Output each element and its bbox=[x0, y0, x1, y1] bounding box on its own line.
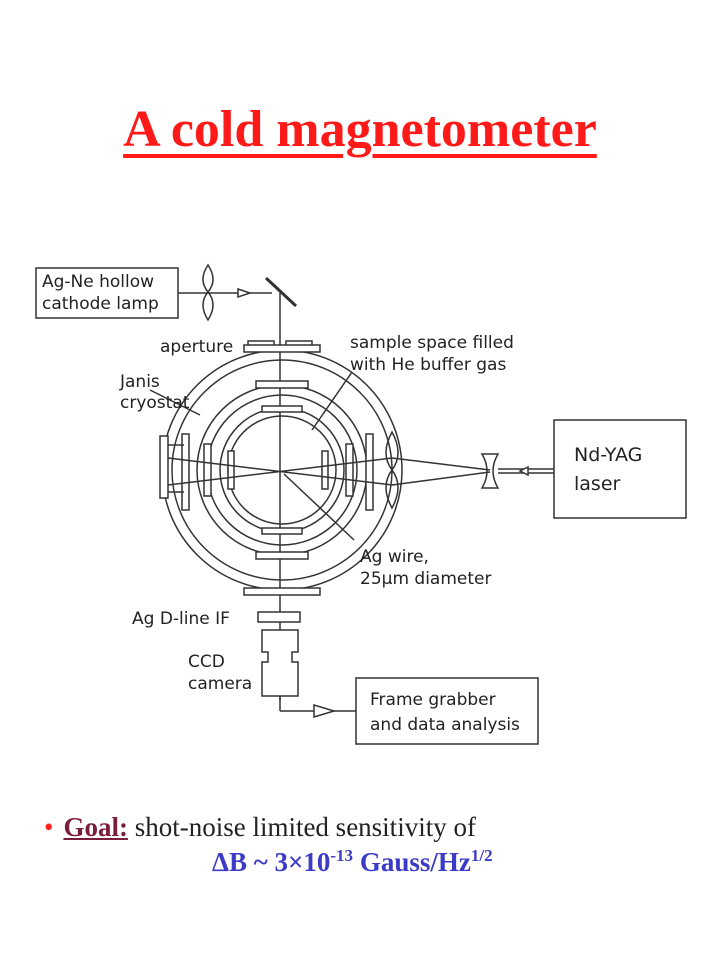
lamp-lens bbox=[202, 263, 214, 322]
apparatus-diagram: Ag-Ne hollow cathode lamp aperture Janis… bbox=[35, 263, 687, 745]
wire-label-line1: Ag wire, bbox=[360, 547, 429, 567]
frame-grabber-box bbox=[355, 677, 539, 745]
aperture-label: aperture bbox=[160, 337, 233, 357]
if-filter bbox=[257, 611, 301, 623]
cryostat-label-line2: cryostat bbox=[120, 393, 190, 413]
laser-label-line1: Nd-YAG bbox=[574, 444, 642, 466]
grabber-label-line1: Frame grabber bbox=[370, 690, 496, 710]
sample-label-line1: sample space filled bbox=[350, 333, 514, 353]
mirror bbox=[264, 276, 298, 308]
diverging-lens bbox=[480, 453, 500, 489]
laser-beam-2 bbox=[167, 457, 393, 486]
lamp-beam-arrow bbox=[237, 287, 253, 299]
lamp-label-line1: Ag-Ne hollow bbox=[42, 272, 154, 292]
exponent: -13 bbox=[330, 846, 354, 865]
wire-label-line2: 25μm diameter bbox=[360, 569, 491, 589]
cryostat-label-line1: Janis bbox=[119, 372, 160, 392]
units-exponent: 1/2 bbox=[470, 846, 493, 865]
left-window-cap bbox=[159, 435, 169, 499]
filter-label: Ag D-line IF bbox=[132, 609, 230, 629]
focusing-lens bbox=[385, 430, 399, 510]
formula-mid: 10 bbox=[303, 847, 331, 877]
lamp-box bbox=[35, 267, 179, 319]
goal-line: • Goal: shot-noise limited sensitivity of bbox=[44, 812, 476, 843]
laser-box bbox=[553, 419, 687, 519]
goal-text: shot-noise limited sensitivity of bbox=[134, 812, 476, 842]
goal-label: Goal: bbox=[63, 812, 128, 842]
delta-symbol: Δ bbox=[212, 847, 229, 877]
camera-label-line2: camera bbox=[188, 674, 252, 694]
page-title: A cold magnetometer bbox=[123, 101, 597, 158]
camera-label-line1: CCD bbox=[188, 652, 225, 672]
lamp-label-line2: cathode lamp bbox=[42, 294, 159, 314]
ccd-camera bbox=[261, 629, 299, 697]
grabber-label-line2: and data analysis bbox=[370, 715, 520, 735]
sensitivity-formula: ΔB ~ 3×10-13 Gauss/Hz1/2 bbox=[212, 846, 493, 878]
sample-label-line2: with He buffer gas bbox=[350, 355, 506, 375]
formula-base: B ~ 3 bbox=[228, 847, 288, 877]
times-symbol: × bbox=[288, 847, 304, 877]
units: Gauss/Hz bbox=[359, 847, 471, 877]
bullet: • bbox=[44, 812, 54, 842]
laser-label-line2: laser bbox=[574, 473, 621, 495]
